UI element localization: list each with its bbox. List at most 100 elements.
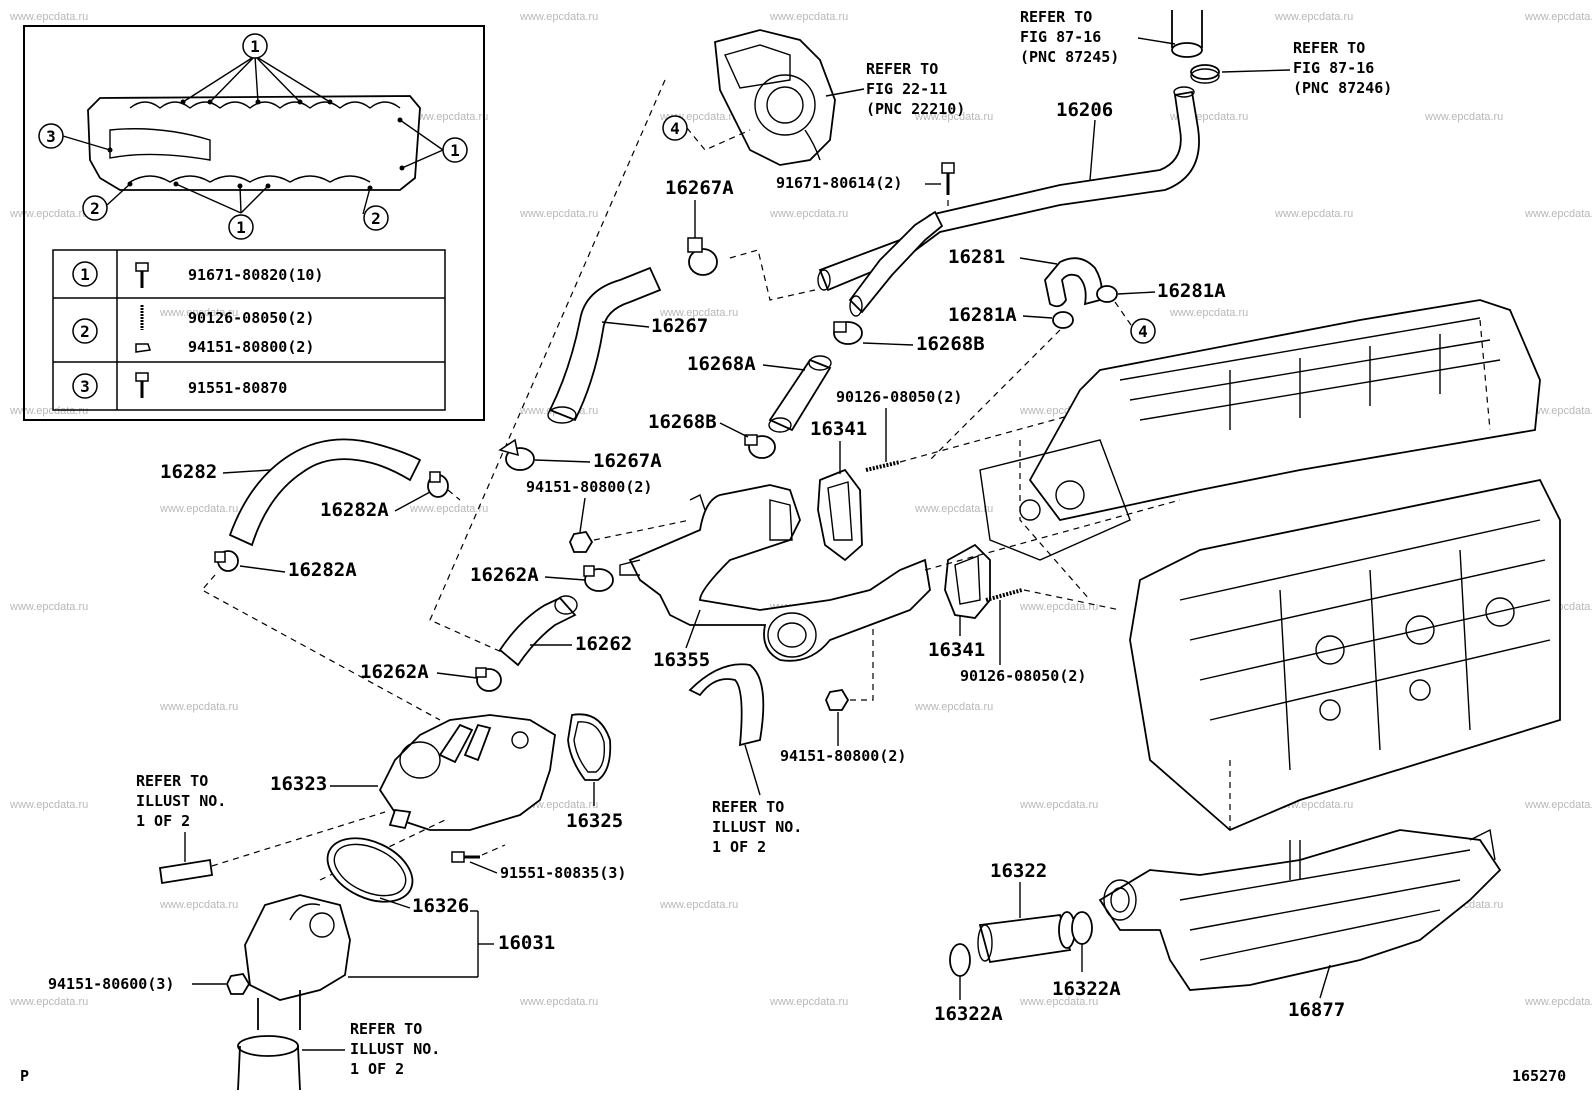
callout-number: 1: [450, 141, 460, 160]
watermark: www.epcdata.ru: [1524, 405, 1592, 417]
dashed-connector: [429, 79, 666, 659]
watermark: www.epcdata.ru: [1019, 799, 1098, 811]
ref-text: REFER TO: [866, 60, 938, 78]
leader-line: [1319, 964, 1331, 999]
legend-key: 1: [80, 265, 90, 284]
gasket-inner: [573, 721, 606, 773]
legend-key-circle: [72, 261, 98, 287]
clamp-drawing: [1052, 311, 1074, 329]
clamp-drawing: [1096, 285, 1118, 303]
watermark: www.epcdata.ru: [159, 701, 238, 713]
dashed-connector: [201, 574, 441, 721]
leader-line: [436, 672, 478, 679]
part-label: 16268B: [648, 411, 717, 433]
cylinder-head-upper-drawing: [979, 299, 1541, 601]
leader-line: [862, 342, 914, 346]
part-label: 16268A: [687, 353, 756, 375]
leader-line: [1089, 119, 1096, 181]
part-label: 91671-80614(2): [776, 174, 902, 192]
gasket-16341-drawing: [817, 468, 863, 562]
leader-line: [744, 744, 761, 796]
legend-key: 2: [80, 322, 90, 341]
leader-line: [1022, 315, 1053, 319]
gasket-16341-drawing: [944, 543, 991, 619]
legend-key-circle: [72, 373, 98, 399]
gasket-inner: [109, 128, 211, 161]
ref-text: (PNC 87245): [1020, 48, 1119, 66]
part-label: 16326: [412, 895, 469, 917]
ref-text: ILLUST NO.: [350, 1040, 440, 1058]
dashed-connector: [1023, 589, 1121, 611]
part-label: 16267A: [593, 450, 662, 472]
watermark: www.epcdata.ru: [519, 11, 598, 23]
gasket-inner: [954, 554, 981, 605]
o-ring-16322A-drawing: [949, 943, 971, 977]
leader-line: [239, 565, 286, 573]
part-label: 94151-80600(3): [48, 975, 174, 993]
bolt-drawing: [941, 162, 955, 195]
ref-text: ILLUST NO.: [136, 792, 226, 810]
leader-line: [379, 897, 411, 909]
intake-gasket-drawing: [87, 95, 421, 191]
dashed-connector: [929, 329, 1061, 461]
gasket-inner: [827, 481, 853, 541]
nut-drawing: [569, 531, 594, 553]
dashed-connector: [447, 489, 461, 501]
clamp-drawing: [427, 471, 449, 498]
watermark: www.epcdata.ru: [769, 996, 848, 1008]
pipe-16322-drawing: [977, 911, 1076, 964]
nut-icon: [135, 343, 151, 353]
watermark: www.epcdata.ru: [9, 405, 88, 417]
callout-circle: [442, 137, 468, 163]
watermark: www.epcdata.ru: [9, 996, 88, 1008]
hose-16281-drawing: [1044, 257, 1103, 308]
nut-drawing: [226, 973, 251, 995]
clamp-drawing: [687, 237, 718, 276]
leader-line: [762, 364, 806, 371]
callout-circle: [228, 214, 254, 240]
part-label: 16267A: [665, 177, 734, 199]
hose-refer-drawing: [688, 663, 765, 747]
leader-line: [685, 609, 701, 649]
ref-text: REFER TO: [350, 1020, 422, 1038]
watermark: www.epcdata.ru: [1019, 996, 1098, 1008]
ref-text: (PNC 87246): [1293, 79, 1392, 97]
water-inlet-housing-16323-drawing: [378, 714, 556, 831]
part-label: 94151-80800(2): [526, 478, 652, 496]
ref-text: REFER TO: [136, 772, 208, 790]
leader-line: [469, 861, 498, 874]
ring-16326-drawing: [326, 837, 414, 903]
part-label: 91551-80835(3): [500, 864, 626, 882]
bolt-drawing: [451, 851, 480, 863]
pipe-16206-drawing: [817, 86, 1200, 317]
leader-line: [719, 422, 749, 438]
pipe-end-drawings: [1171, 10, 1220, 84]
part-label: 16206: [1056, 99, 1113, 121]
flange-bolt-icon: [135, 372, 149, 398]
callout-circle: [363, 205, 389, 231]
leader-line: [1019, 257, 1058, 265]
ref-text: (PNC 22210): [866, 100, 965, 118]
watermark: www.epcdata.ru: [519, 208, 598, 220]
part-label: 16322A: [934, 1003, 1003, 1025]
part-label: 16281A: [948, 304, 1017, 326]
dashed-connector: [1114, 301, 1132, 326]
ring-inner: [333, 843, 407, 897]
bolt-icon: [135, 262, 149, 288]
leader-line: [544, 576, 586, 581]
callout-circle: [1130, 318, 1156, 344]
ref-text: REFER TO: [712, 798, 784, 816]
callout-circle: [82, 195, 108, 221]
gasket-lower-ports: [129, 175, 371, 183]
inset-frame: [23, 25, 485, 421]
leader-line: [579, 497, 586, 533]
clamp-drawing: [744, 434, 776, 459]
leader-line: [1117, 291, 1156, 295]
watermark: www.epcdata.ru: [1274, 11, 1353, 23]
leader-line: [534, 459, 591, 463]
watermark: www.epcdata.ru: [519, 996, 598, 1008]
gasket-ports: [129, 101, 401, 109]
ref-text: 1 OF 2: [350, 1060, 404, 1078]
ref-text: 1 OF 2: [712, 838, 766, 856]
